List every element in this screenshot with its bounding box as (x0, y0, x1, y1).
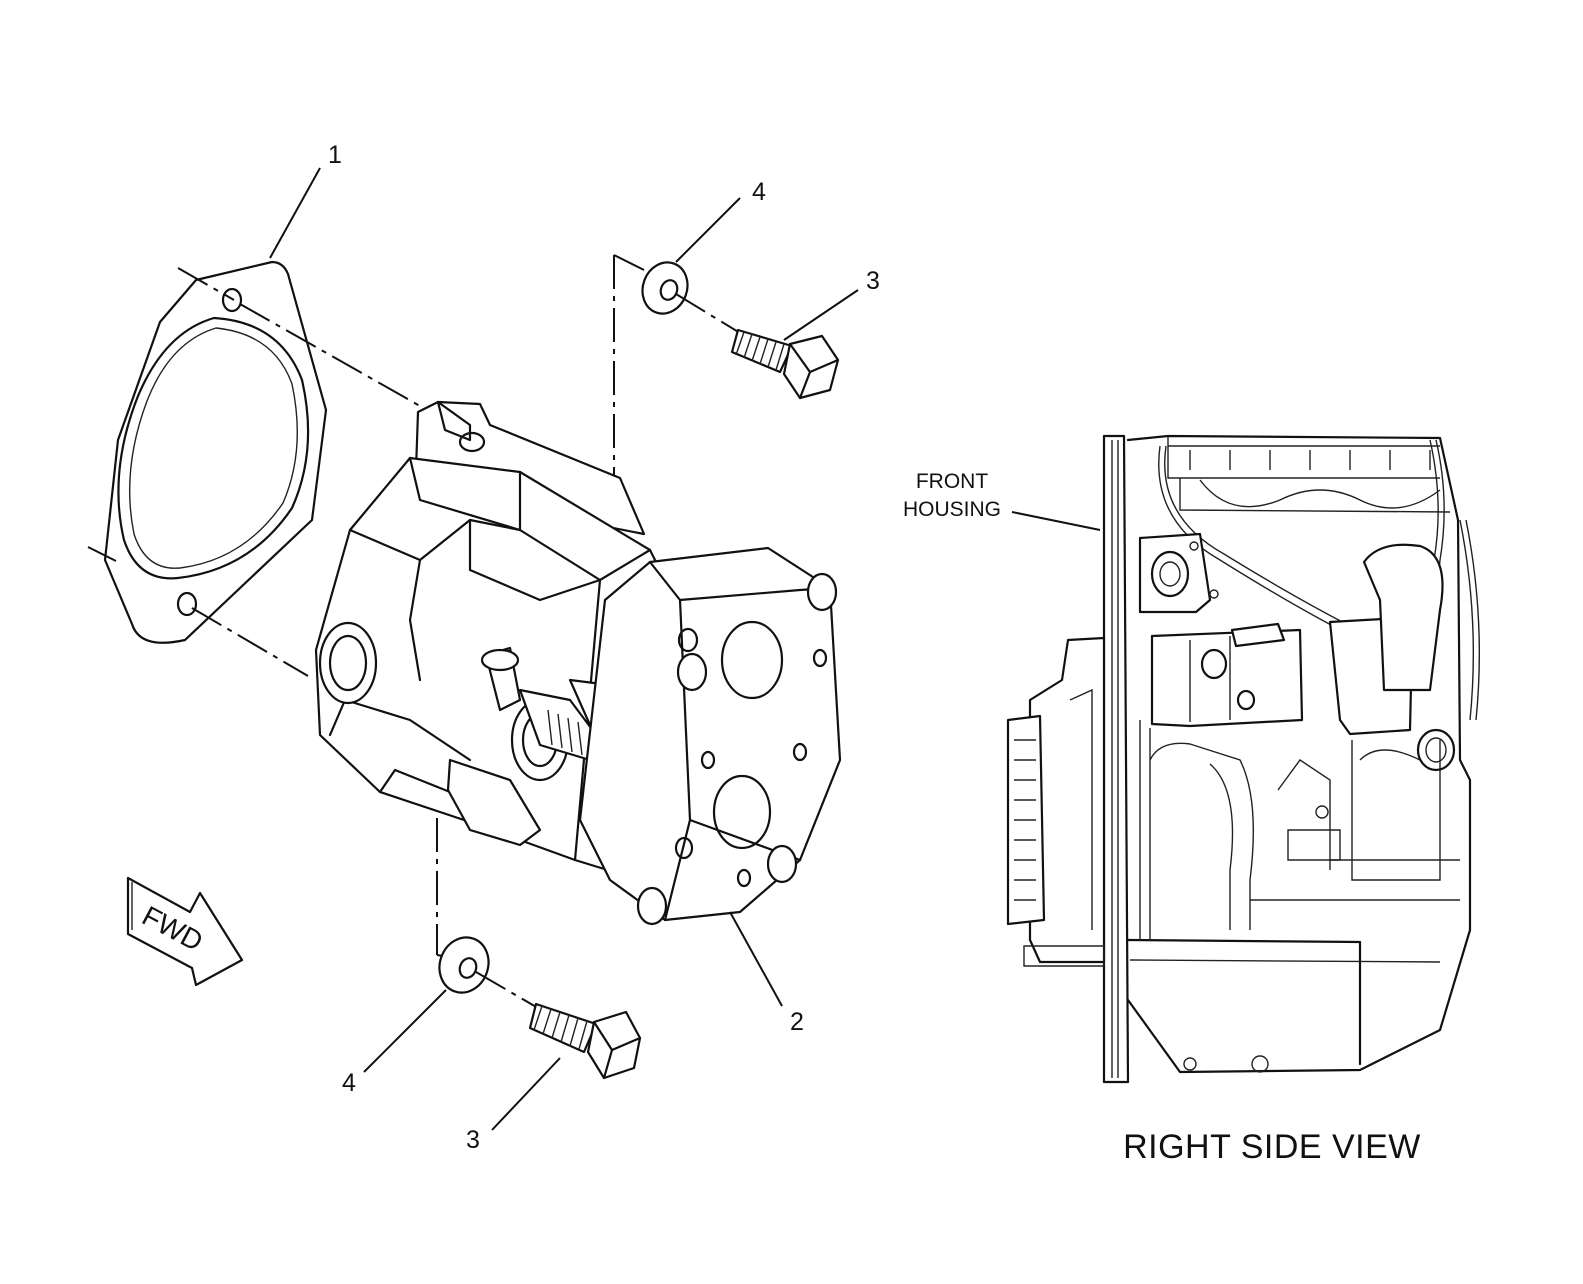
callout-washer-top: 4 (752, 178, 766, 206)
callout-gasket: 1 (328, 141, 342, 169)
engine-right-side-view (1006, 434, 1481, 1084)
bolt-bottom (528, 1002, 642, 1080)
washer-top (641, 261, 689, 315)
gasket-part (103, 260, 328, 644)
washer-bottom (438, 936, 490, 994)
leader-lines (269, 167, 1101, 1131)
callout-pump: 2 (790, 1008, 804, 1036)
front-housing-label-line1: FRONT (916, 470, 988, 493)
front-housing-label: FRONT HOUSING (903, 470, 1001, 521)
callout-bolt-top: 3 (866, 267, 880, 295)
bolt-axis-top (675, 293, 741, 334)
fwd-direction-arrow: FWD (126, 876, 244, 987)
right-side-view-caption: RIGHT SIDE VIEW (1123, 1128, 1421, 1166)
hydraulic-pump (314, 400, 842, 926)
callout-washer-bottom: 4 (342, 1069, 356, 1097)
callout-bolt-bottom: 3 (466, 1126, 480, 1154)
bolt-axis-bottom (475, 971, 539, 1009)
front-housing-label-line2: HOUSING (903, 498, 1001, 521)
bolt-top (730, 328, 840, 400)
